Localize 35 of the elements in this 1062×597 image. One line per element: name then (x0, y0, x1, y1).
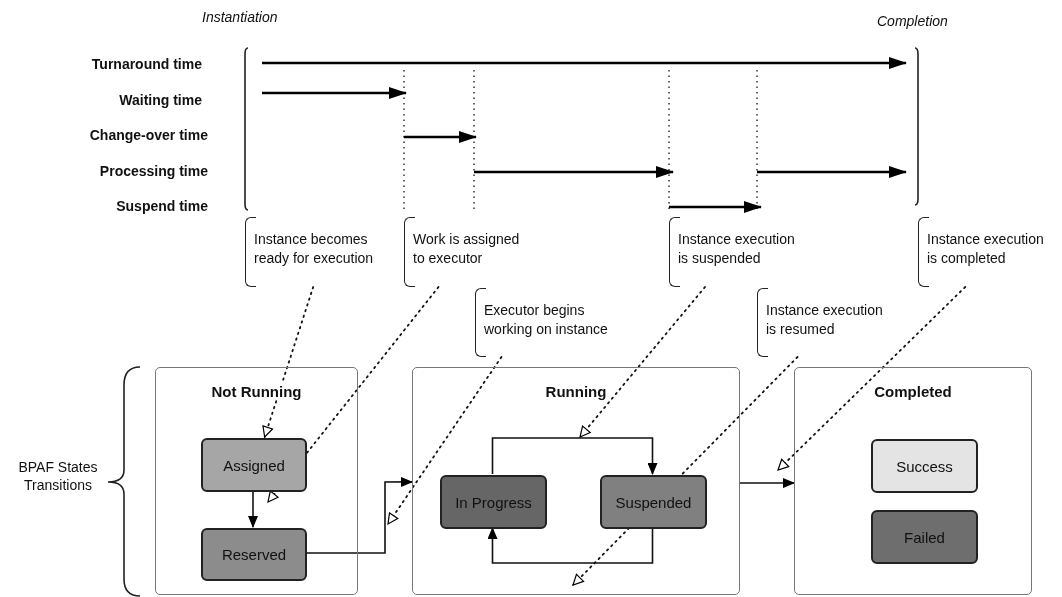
time-measure-label: Turnaround time (91, 55, 202, 73)
transition-arrow (739, 478, 795, 489)
time-measure-label: Change-over time (89, 126, 208, 144)
state-box: Assigned (201, 438, 307, 492)
transition-arrow (487, 527, 654, 564)
time-measure-label: Processing time (99, 162, 208, 180)
state-box: Reserved (201, 528, 307, 581)
state-group-panel (155, 367, 358, 595)
phase-label: Instantiation (202, 8, 278, 26)
group-title: Running (543, 383, 609, 400)
leader-line (777, 286, 967, 471)
group-title: Not Running (209, 383, 304, 400)
state-box: Failed (871, 510, 978, 564)
transition-arrow (491, 437, 658, 475)
annotation-text: Instance execution is suspended (678, 230, 796, 268)
annotation-text: Instance execution is resumed (766, 301, 884, 339)
annotation-text: Instance execution is completed (927, 230, 1045, 268)
annotation-text: Instance becomes ready for execution (254, 230, 375, 268)
transition-arrow (248, 490, 258, 528)
time-measure-label: Waiting time (119, 91, 202, 109)
state-box: Suspended (600, 475, 707, 529)
state-group-panel (412, 367, 740, 595)
time-measure-label: Suspend time (116, 197, 208, 215)
group-title: Completed (872, 383, 954, 400)
leader-line (579, 286, 706, 438)
state-box: Success (871, 439, 978, 493)
leader-line (387, 356, 503, 525)
transition-arrow (305, 476, 413, 554)
brace-label: BPAF States Transitions (17, 458, 99, 494)
phase-label: Completion (877, 12, 948, 30)
leader-line (262, 286, 315, 438)
annotation-text: Work is assigned to executor (413, 230, 521, 268)
annotation-text: Executor begins working on instance (484, 301, 609, 339)
state-group-panel (794, 367, 1032, 595)
state-box: In Progress (440, 475, 547, 529)
